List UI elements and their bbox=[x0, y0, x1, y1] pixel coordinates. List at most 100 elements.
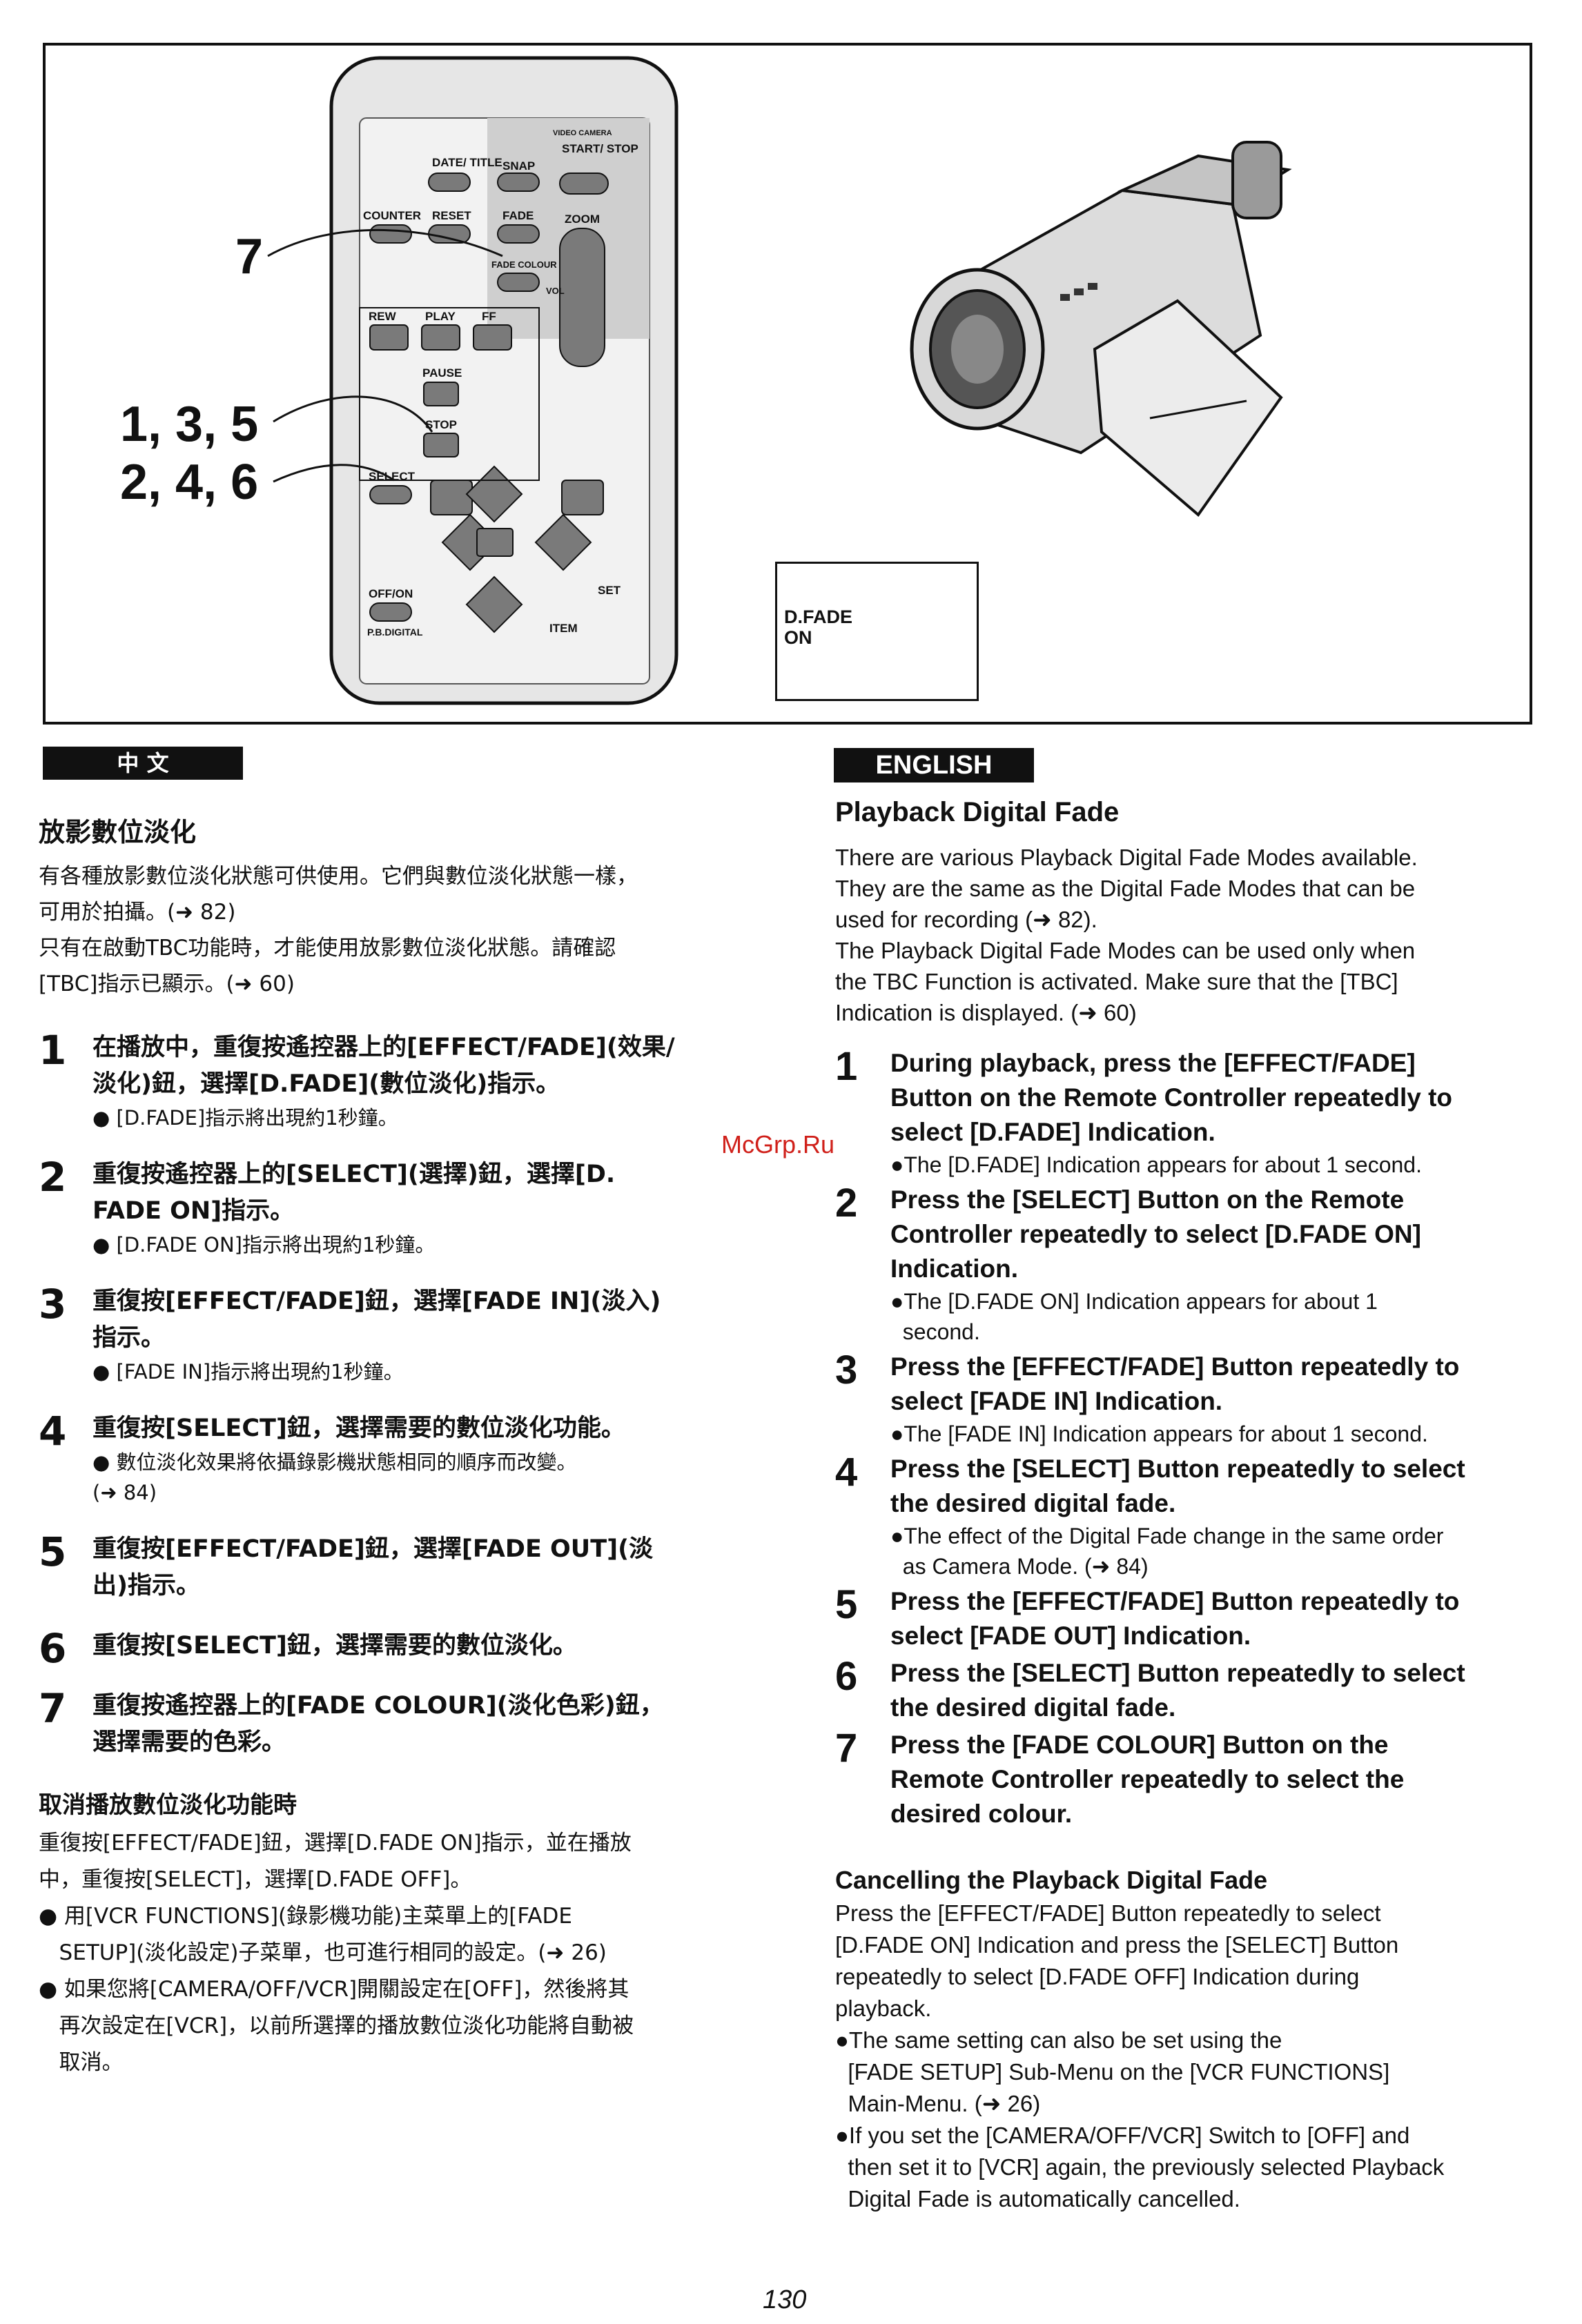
step-instruction: Press the [SELECT] Button repeatedly to … bbox=[890, 1659, 1465, 1687]
remote-label-date-title: DATE/ TITLE bbox=[432, 156, 502, 169]
step-instruction: Press the [FADE COLOUR] Button on the bbox=[890, 1731, 1389, 1759]
watermark: McGrp.Ru bbox=[721, 1130, 835, 1159]
step-instruction: FADE ON]指示。 bbox=[92, 1197, 295, 1225]
cancel-line: ● 用[VCR FUNCTIONS](錄影機功能)主菜單上的[FADE bbox=[39, 1904, 572, 1929]
cancel-line: 取消。 bbox=[39, 2050, 124, 2075]
step-instruction: Remote Controller repeatedly to select t… bbox=[890, 1765, 1405, 1793]
step-instruction: Press the [EFFECT/FADE] Button repeatedl… bbox=[890, 1352, 1460, 1381]
remote-label-stop: STOP bbox=[425, 418, 457, 431]
remote-label-ff: FF bbox=[482, 310, 496, 323]
osd-line-dfade: D.FADE bbox=[784, 607, 853, 627]
step-instruction: 出)指示。 bbox=[92, 1572, 200, 1599]
zh-intro: 有各種放影數位淡化狀態可供使用。它們與數位淡化狀態一樣，可用於拍攝。(➜ 82)… bbox=[39, 864, 638, 996]
step-number: 7 bbox=[835, 1726, 858, 1771]
step-note: ●The [FADE IN] Indication appears for ab… bbox=[890, 1421, 1428, 1446]
step-instruction: desired colour. bbox=[890, 1800, 1073, 1828]
step-instruction: Controller repeatedly to select [D.FADE … bbox=[890, 1220, 1421, 1248]
step-instruction: 重復按遙控器上的[SELECT](選擇)鈕，選擇[D. bbox=[92, 1161, 616, 1188]
cancel-line: Main-Menu. (➜ 26) bbox=[835, 2091, 1041, 2116]
step-instruction: Button on the Remote Controller repeated… bbox=[890, 1083, 1453, 1112]
cancel-line: ● 如果您將[CAMERA/OFF/VCR]開關設定在[OFF]，然後將其 bbox=[39, 1977, 629, 2002]
step-number: 1 bbox=[39, 1027, 67, 1074]
step-2: 2 Press the [SELECT] Button on the Remote… bbox=[835, 1183, 1553, 1347]
osd-line-on: ON bbox=[784, 627, 812, 648]
step-instruction: 重復按[EFFECT/FADE]鈕，選擇[FADE OUT](淡 bbox=[92, 1535, 654, 1563]
chinese-column: 放影數位淡化 有各種放影數位淡化狀態可供使用。它們與數位淡化狀態一樣，可用於拍攝… bbox=[39, 811, 750, 2081]
en-cancel-text: Press the [EFFECT/FADE] Button repeatedl… bbox=[835, 1898, 1553, 2215]
remote-label-item: ITEM bbox=[549, 622, 578, 635]
step-instruction: select [FADE OUT] Indication. bbox=[890, 1622, 1251, 1650]
remote-label-counter: COUNTER bbox=[363, 209, 421, 222]
remote-label-off-on: OFF/ON bbox=[369, 587, 413, 600]
zh-steps: 1 在播放中，重復按遙控器上的[EFFECT/FADE](效果/淡化)鈕，選擇[D… bbox=[39, 1030, 750, 1761]
step-instruction: 選擇需要的色彩。 bbox=[92, 1729, 286, 1756]
step-note: second. bbox=[890, 1319, 980, 1344]
step-instruction: 在播放中，重復按遙控器上的[EFFECT/FADE](效果/ bbox=[92, 1034, 675, 1061]
en-cancel-title: Cancelling the Playback Digital Fade bbox=[835, 1866, 1268, 1894]
remote-label-play: PLAY bbox=[425, 310, 456, 323]
step-instruction: During playback, press the [EFFECT/FADE] bbox=[890, 1049, 1416, 1077]
en-intro: There are various Playback Digital Fade … bbox=[835, 845, 1418, 1025]
step-instruction: 淡化)鈕，選擇[D.FADE](數位淡化)指示。 bbox=[92, 1070, 560, 1098]
remote-label-brand: VIDEO CAMERA bbox=[553, 129, 612, 137]
step-number: 6 bbox=[39, 1625, 67, 1672]
english-column: Playback Digital Fade There are various … bbox=[835, 797, 1553, 2215]
cancel-line: 重復按[EFFECT/FADE]鈕，選擇[D.FADE ON]指示，並在播放 bbox=[39, 1831, 632, 1855]
zh-cancel-text: 重復按[EFFECT/FADE]鈕，選擇[D.FADE ON]指示，並在播放中，… bbox=[39, 1825, 750, 2081]
zh-title: 放影數位淡化 bbox=[39, 817, 197, 847]
cancel-line: SETUP](淡化設定)子菜單，也可進行相同的設定。(➜ 26) bbox=[39, 1940, 607, 1965]
remote-controller-illustration: VIDEO CAMERA DATE/ TITLE SNAP START/ STO… bbox=[329, 56, 678, 705]
illustration-frame: VIDEO CAMERA DATE/ TITLE SNAP START/ STO… bbox=[43, 43, 1532, 725]
cancel-line: 中，重復按[SELECT]，選擇[D.FADE OFF]。 bbox=[39, 1867, 472, 1892]
remote-label-start-stop: START/ STOP bbox=[562, 142, 638, 155]
cancel-line: repeatedly to select [D.FADE OFF] Indica… bbox=[835, 1964, 1360, 1989]
step-number: 6 bbox=[835, 1654, 858, 1699]
step-instruction: select [D.FADE] Indication. bbox=[890, 1118, 1215, 1146]
cancel-line: Press the [EFFECT/FADE] Button repeatedl… bbox=[835, 1900, 1381, 1926]
lang-label-chinese: 中 文 bbox=[43, 747, 243, 780]
remote-label-fade: FADE bbox=[502, 209, 534, 222]
callout-1-3-5: 1, 3, 5 bbox=[120, 397, 259, 452]
step-instruction: Indication. bbox=[890, 1254, 1018, 1283]
remote-label-rew: REW bbox=[369, 310, 397, 323]
callout-leader-lines bbox=[267, 229, 503, 483]
step-instruction: the desired digital fade. bbox=[890, 1693, 1176, 1722]
step-note: ●The [D.FADE ON] Indication appears for … bbox=[890, 1289, 1378, 1314]
osd-preview-box: D.FADE ON bbox=[775, 562, 979, 701]
step-number: 2 bbox=[835, 1181, 858, 1225]
step-instruction: select [FADE IN] Indication. bbox=[890, 1387, 1223, 1415]
callout-2-4-6: 2, 4, 6 bbox=[120, 455, 259, 510]
remote-label-fade-colour: FADE COLOUR bbox=[491, 259, 557, 270]
remote-label-pause: PAUSE bbox=[422, 366, 462, 380]
page-number: 130 bbox=[763, 2285, 807, 2314]
step-instruction: Press the [SELECT] Button on the Remote bbox=[890, 1185, 1405, 1214]
step-note: ● 數位淡化效果將依攝錄影機狀態相同的順序而改變。 bbox=[92, 1450, 577, 1474]
step-6: 6 重復按[SELECT]鈕，選擇需要的數位淡化。 bbox=[39, 1628, 750, 1669]
step-note: ● [D.FADE]指示將出現約1秒鐘。 bbox=[92, 1106, 398, 1130]
remote-label-set: SET bbox=[598, 584, 621, 597]
step-number: 4 bbox=[835, 1450, 858, 1495]
step-number: 3 bbox=[835, 1348, 858, 1392]
step-6: 6 Press the [SELECT] Button repeatedly to… bbox=[835, 1656, 1553, 1725]
remote-label-snap: SNAP bbox=[502, 159, 535, 173]
lang-label-english: ENGLISH bbox=[834, 748, 1034, 782]
step-instruction: 重復按[SELECT]鈕，選擇需要的數位淡化功能。 bbox=[92, 1415, 625, 1442]
step-instruction: Press the [SELECT] Button repeatedly to … bbox=[890, 1455, 1465, 1483]
camcorder-illustration bbox=[910, 141, 1292, 517]
step-number: 3 bbox=[39, 1281, 67, 1328]
step-instruction: 指示。 bbox=[92, 1324, 166, 1352]
remote-label-zoom: ZOOM bbox=[565, 213, 600, 226]
step-instruction: 重復按[SELECT]鈕，選擇需要的數位淡化。 bbox=[92, 1632, 577, 1660]
step-note: ●The [D.FADE] Indication appears for abo… bbox=[890, 1152, 1422, 1177]
step-instruction: 重復按遙控器上的[FADE COLOUR](淡化色彩)鈕， bbox=[92, 1692, 664, 1720]
step-instruction: the desired digital fade. bbox=[890, 1489, 1176, 1517]
step-number: 2 bbox=[39, 1154, 67, 1201]
